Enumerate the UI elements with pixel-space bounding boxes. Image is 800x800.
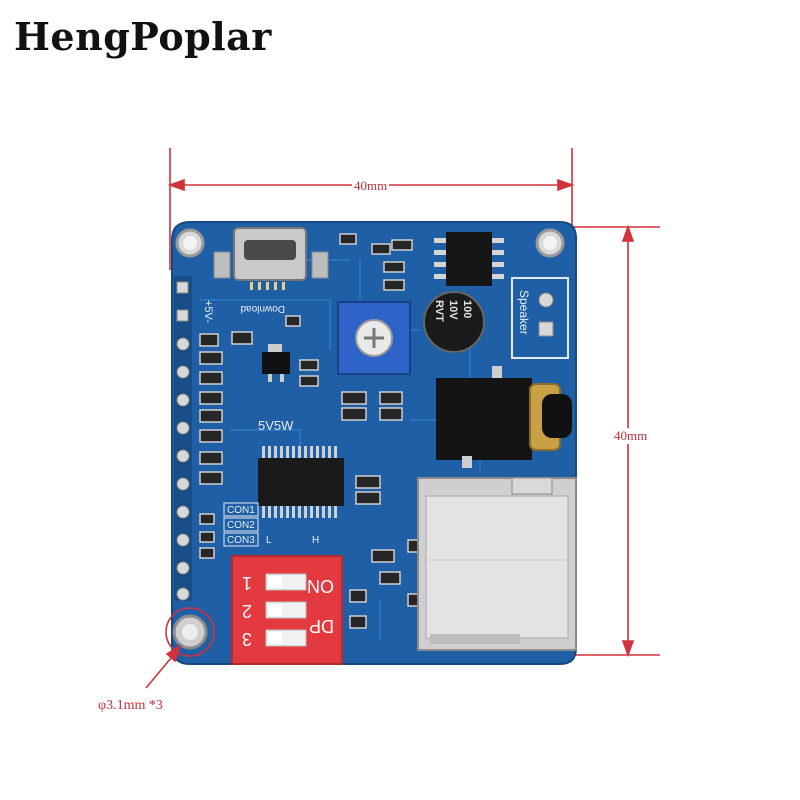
download-label: Download bbox=[241, 303, 285, 314]
switch-h-label: H bbox=[312, 535, 319, 546]
cap-label-2: 10V bbox=[447, 300, 459, 320]
switch-2-label: 2 bbox=[242, 601, 252, 621]
cap-label-1: 100 bbox=[461, 300, 473, 318]
pin-5v-label: +5V- bbox=[202, 300, 214, 323]
hole-diameter-label: φ3.1mm *3 bbox=[98, 698, 163, 713]
width-label: 40mm bbox=[352, 178, 390, 194]
mounting-hole-top-right bbox=[535, 228, 565, 258]
power-label: 5V5W bbox=[258, 418, 294, 433]
electrolytic-capacitor: 100 10V RVT bbox=[423, 291, 485, 353]
con3-label: CON3 bbox=[227, 535, 255, 546]
con1-label: CON1 bbox=[227, 505, 255, 516]
pin-header: +5V- bbox=[174, 276, 214, 601]
con2-label: CON2 bbox=[227, 520, 255, 531]
micro-usb-port bbox=[213, 227, 329, 290]
mounting-hole-top-left bbox=[175, 228, 205, 258]
amplifier-chip bbox=[434, 232, 504, 286]
switch-dp-label: DP bbox=[309, 616, 334, 636]
audio-jack bbox=[436, 366, 572, 468]
pcb-board: +5V- Download bbox=[165, 221, 577, 665]
audio-decoder-chip: 5V5W bbox=[258, 418, 344, 518]
speaker-label: Speaker bbox=[517, 290, 531, 335]
switch-3-label: 3 bbox=[242, 629, 252, 649]
smd-components bbox=[199, 233, 423, 629]
switch-l-label: L bbox=[266, 535, 272, 546]
switch-on-label: ON bbox=[307, 576, 334, 596]
mounting-hole-bottom-left bbox=[165, 607, 215, 657]
brand-title: HengPoplar bbox=[14, 14, 272, 59]
sd-card-slot bbox=[417, 477, 577, 651]
speaker-connector: Speaker bbox=[511, 277, 569, 359]
potentiometer bbox=[337, 301, 411, 375]
cap-label-3: RVT bbox=[433, 300, 445, 322]
dip-switch: 1 2 3 ON DP bbox=[231, 555, 343, 665]
switch-1-label: 1 bbox=[242, 573, 252, 593]
hole-pointer bbox=[145, 644, 182, 689]
con-labels: CON1 CON2 CON3 L H bbox=[223, 502, 319, 547]
height-label: 40mm bbox=[612, 428, 650, 444]
